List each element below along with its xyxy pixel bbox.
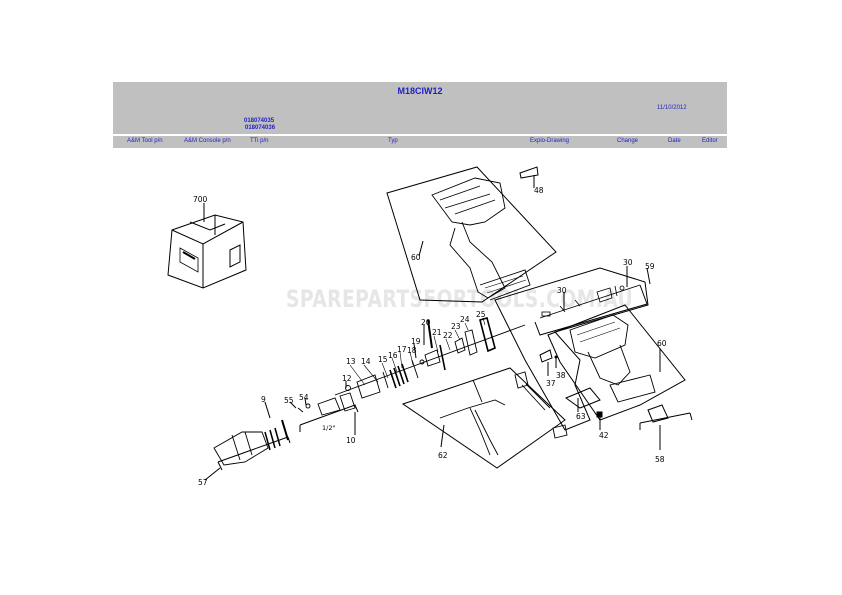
callout-30b: 30 [623,258,633,267]
callout-55: 55 [284,396,294,405]
part-number-2: 018074036 [245,125,276,131]
callout-20: 20 [421,318,431,327]
gear-train-part [334,317,526,399]
watermark: SPAREPARTSFORTOOLS.COM.AU [286,285,634,313]
col-date: Date [668,138,681,144]
callout-25: 25 [476,310,486,319]
drawing-date: 11/10/2012 [657,105,687,111]
callout-700: 700 [193,195,208,204]
callout-9: 9 [261,395,266,404]
anvil-part [297,392,356,416]
callout-63: 63 [576,412,586,421]
callout-18: 18 [407,346,417,355]
housing-outline [386,166,557,303]
callout-38: 38 [556,371,566,380]
callout-22: 22 [443,331,453,340]
col-am-tool-pn: A&M Tool p/n [127,138,163,144]
wiring-harness-part [439,371,568,456]
callout-58: 58 [655,455,665,464]
header-divider [113,134,727,136]
callout-59: 59 [645,262,655,271]
callout-13: 13 [346,357,356,366]
callout-60b: 60 [657,339,667,348]
callout-62: 62 [438,451,448,460]
drill-body-part [569,314,656,403]
callout-42: 42 [599,431,609,440]
callout-14: 14 [361,357,371,366]
model-title: M18CIW12 [397,86,443,96]
shaft-assembly-part [539,284,641,319]
col-editor: Editor [702,138,718,144]
callout-19: 19 [411,337,421,346]
rubber-boot-part [213,419,289,466]
col-tti-pn: TTi p/n [250,138,269,144]
carry-case-part [167,203,247,289]
part-number-1: 018074035 [244,118,275,124]
callout-10: 10 [346,436,356,445]
callout-23: 23 [451,322,461,331]
col-change: Change [617,138,639,144]
callout-54: 54 [299,393,309,402]
callout-24: 24 [460,315,470,324]
col-typ: Typ [388,138,398,144]
callout-48: 48 [534,186,544,195]
callout-30: 30 [557,286,567,295]
callout-37: 37 [546,379,556,388]
callout-21: 21 [432,328,442,337]
drawing-header: M18CIW12 11/10/2012 018074035 018074036 … [113,82,727,148]
col-am-console-pn: A&M Console p/n [184,138,231,144]
callout-16: 16 [388,351,398,360]
housing-half-part [431,177,531,301]
callout-12: 12 [342,374,352,383]
callout-15: 15 [378,355,388,364]
col-explo-drawing: Explo-Drawing [530,138,570,144]
callout-57: 57 [198,478,208,487]
callout-half-inch: 1/2" [322,424,336,432]
callout-60: 60 [411,253,421,262]
callout-17: 17 [397,345,407,354]
